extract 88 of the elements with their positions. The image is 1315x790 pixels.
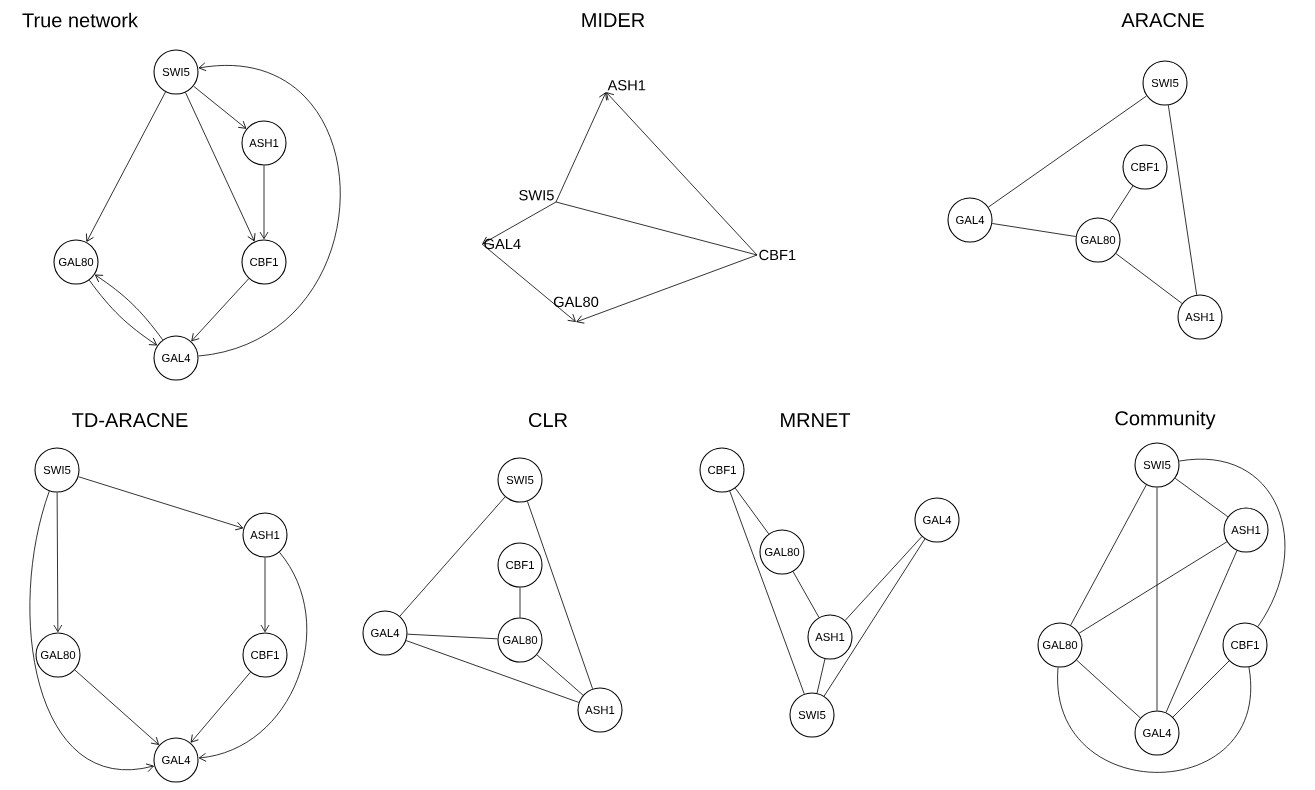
gene-node: CBF1: [497, 542, 543, 588]
arrow: [191, 278, 250, 342]
edge-line: [823, 538, 926, 697]
arrow: [185, 92, 256, 242]
gene-node: GAL80: [759, 529, 805, 575]
edge-line: [792, 571, 820, 618]
gene-node: CBF1: [1122, 144, 1168, 190]
edge-line: [816, 658, 826, 694]
edge-line: [734, 487, 770, 535]
arrow: [94, 274, 164, 341]
arrow: [78, 476, 244, 531]
edge-line: [988, 95, 1147, 208]
gene-node: GAL80: [1037, 622, 1083, 668]
edge-line: [1172, 660, 1230, 718]
gene-node: CBF1: [241, 239, 287, 285]
panel-title: MRNET: [781, 413, 851, 427]
edge-line: [1156, 487, 1158, 711]
gene-node: SWI5: [153, 49, 199, 95]
node-label: GAL80: [553, 296, 599, 308]
edge-line: [991, 223, 1077, 237]
panel-title: True network: [22, 12, 138, 28]
edge-line: [407, 633, 498, 640]
gene-node: GAL4: [1134, 710, 1180, 756]
gene-node: CBF1: [242, 632, 288, 678]
arrow: [576, 254, 758, 324]
arrow: [481, 243, 576, 322]
arrow: [86, 91, 166, 242]
edge-line: [1057, 666, 1251, 773]
arrow: [74, 669, 159, 745]
arrow: [88, 279, 158, 346]
edge-line: [729, 490, 805, 695]
node-label: GAL4: [484, 238, 521, 250]
gene-node: ASH1: [807, 614, 853, 660]
gene-node: SWI5: [789, 692, 835, 738]
edge-line: [527, 500, 593, 690]
gene-node: CBF1: [1222, 622, 1268, 668]
arrow: [555, 92, 607, 203]
node-label: ASH1: [607, 80, 646, 91]
gene-node: ASH1: [1177, 294, 1223, 340]
edge-line: [1174, 477, 1229, 518]
edge-line: [1167, 104, 1198, 296]
arrow: [193, 85, 247, 129]
arrow: [29, 490, 154, 773]
panel-title: ARACNE: [1121, 12, 1204, 28]
edge-line: [844, 536, 923, 621]
panel-title: CLR: [529, 412, 568, 428]
node-label: CBF1: [759, 249, 796, 261]
gene-node: GAL4: [153, 737, 199, 783]
gene-node: GAL4: [153, 335, 199, 381]
gene-node: GAL80: [35, 632, 81, 678]
arrow: [190, 671, 251, 743]
gene-node: ASH1: [241, 120, 287, 166]
gene-node: SWI5: [34, 447, 80, 493]
gene-node: GAL4: [947, 197, 993, 243]
edge-line: [1178, 458, 1286, 627]
edge-line: [536, 654, 584, 696]
edge-line: [1115, 253, 1183, 304]
arrow: [198, 551, 308, 762]
arrow: [482, 201, 557, 245]
arrow: [198, 62, 341, 357]
arrow: [260, 557, 270, 633]
edge-line: [1070, 484, 1147, 626]
gene-node: SWI5: [1142, 60, 1188, 106]
arrow: [259, 165, 269, 240]
arrow: [606, 92, 758, 256]
gene-node: GAL4: [914, 497, 960, 543]
edge-line: [399, 496, 506, 617]
gene-node: GAL80: [53, 239, 99, 285]
gene-node: GAL80: [497, 617, 543, 663]
gene-node: ASH1: [242, 512, 288, 558]
gene-node: CBF1: [699, 447, 745, 493]
gene-node: ASH1: [1223, 507, 1269, 553]
panel-title: TD-ARACNE: [72, 412, 188, 428]
edge-line: [405, 640, 580, 703]
gene-node: SWI5: [497, 457, 543, 503]
gene-node: ASH1: [577, 687, 623, 733]
edge-line: [555, 201, 758, 256]
edge-line: [519, 587, 521, 618]
node-label: SWI5: [519, 190, 554, 201]
edge-line: [1076, 659, 1141, 719]
gene-node: GAL4: [362, 610, 408, 656]
edge-line: [1109, 185, 1134, 222]
gene-node: GAL80: [1075, 217, 1121, 263]
edge-line: [1078, 541, 1228, 634]
panel-title: MIDER: [582, 13, 645, 27]
arrow: [53, 492, 63, 633]
gene-node: SWI5: [1134, 442, 1180, 488]
edge-line: [1165, 550, 1238, 713]
